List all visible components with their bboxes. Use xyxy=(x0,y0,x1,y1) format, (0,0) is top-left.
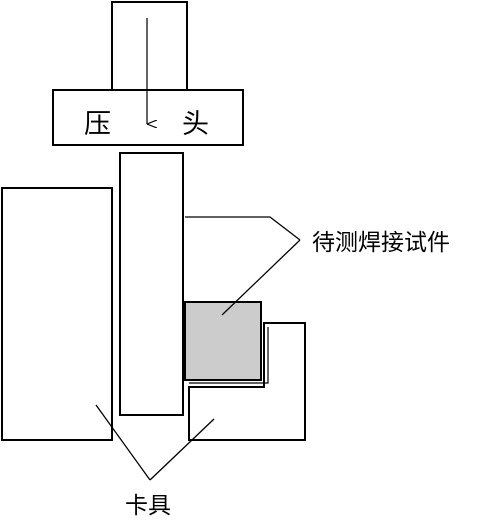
press-head-label-right: 头 xyxy=(182,109,209,140)
press-rod xyxy=(111,1,188,91)
specimen-leader-line-lower xyxy=(221,239,301,316)
fixture-right-l-block-inner xyxy=(189,327,269,384)
press-head xyxy=(52,89,244,146)
fixture-leader-line-right xyxy=(149,418,215,481)
fixture-leader-line-left xyxy=(95,404,151,481)
fixture-label: 卡具 xyxy=(125,493,171,519)
specimen-leader-line-upper xyxy=(185,216,301,241)
pressing-plate xyxy=(119,152,184,416)
specimen-label: 待测焊接试件 xyxy=(312,230,450,256)
fixture-left-block xyxy=(1,187,113,441)
fixture-right-l-block-outer xyxy=(188,322,306,441)
test-specimen xyxy=(184,301,262,381)
press-head-label-left: 压 xyxy=(84,109,111,140)
